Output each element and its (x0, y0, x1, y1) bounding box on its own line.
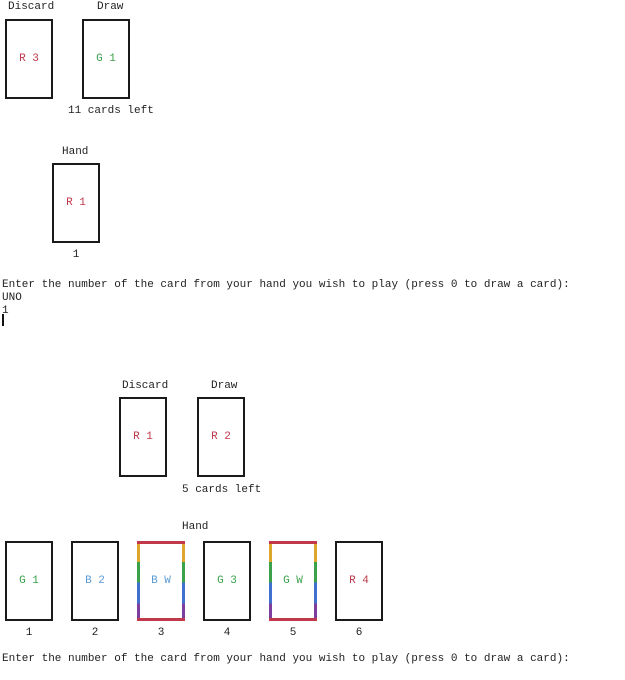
card-label: G 1 (19, 575, 39, 587)
hand-card-2: B 2 (71, 541, 119, 621)
uno-call-text: UNO (2, 292, 22, 304)
typed-input-echo: 1 (2, 305, 9, 317)
cards-left-counter: 11 cards left (68, 105, 154, 117)
discard-pile-label: Discard (8, 1, 55, 13)
play-prompt: Enter the number of the card from your h… (2, 653, 570, 665)
hand-label: Hand (182, 521, 209, 533)
hand-row: R 1 1 (52, 163, 112, 263)
card-label: G 1 (96, 53, 116, 65)
discard-pile-card: R 1 (119, 397, 167, 477)
card-index: 1 (25, 627, 33, 639)
card-label: R 3 (19, 53, 39, 65)
hand-card-1: G 1 (5, 541, 53, 621)
card-label: B 2 (85, 575, 105, 587)
card-label: B W (151, 575, 171, 587)
card-index: 6 (355, 627, 363, 639)
discard-pile-label: Discard (122, 380, 169, 392)
play-prompt: Enter the number of the card from your h… (2, 279, 570, 291)
hand-row: G 1 1 B 2 2 B W 3 G 3 4 G W 5 R 4 6 (5, 541, 405, 641)
hand-card-4: G 3 (203, 541, 251, 621)
card-label: R 1 (66, 197, 86, 209)
card-label: R 2 (211, 431, 231, 443)
cards-left-counter: 5 cards left (182, 484, 262, 496)
card-index: 3 (157, 627, 165, 639)
hand-card-5: G W (269, 541, 317, 621)
hand-card-3: B W (137, 541, 185, 621)
card-index: 2 (91, 627, 99, 639)
card-label: G W (283, 575, 303, 587)
card-label: R 4 (349, 575, 369, 587)
hand-card-1: R 1 (52, 163, 100, 243)
draw-pile-label: Draw (97, 1, 124, 13)
hand-card-6: R 4 (335, 541, 383, 621)
draw-pile-card: R 2 (197, 397, 245, 477)
hand-label: Hand (62, 146, 89, 158)
discard-pile-card: R 3 (5, 19, 53, 99)
card-index: 1 (72, 249, 80, 261)
card-index: 4 (223, 627, 231, 639)
card-label: G 3 (217, 575, 237, 587)
card-index: 5 (289, 627, 297, 639)
text-cursor[interactable] (2, 314, 4, 326)
card-label: R 1 (133, 431, 153, 443)
draw-pile-label: Draw (211, 380, 238, 392)
draw-pile-card: G 1 (82, 19, 130, 99)
